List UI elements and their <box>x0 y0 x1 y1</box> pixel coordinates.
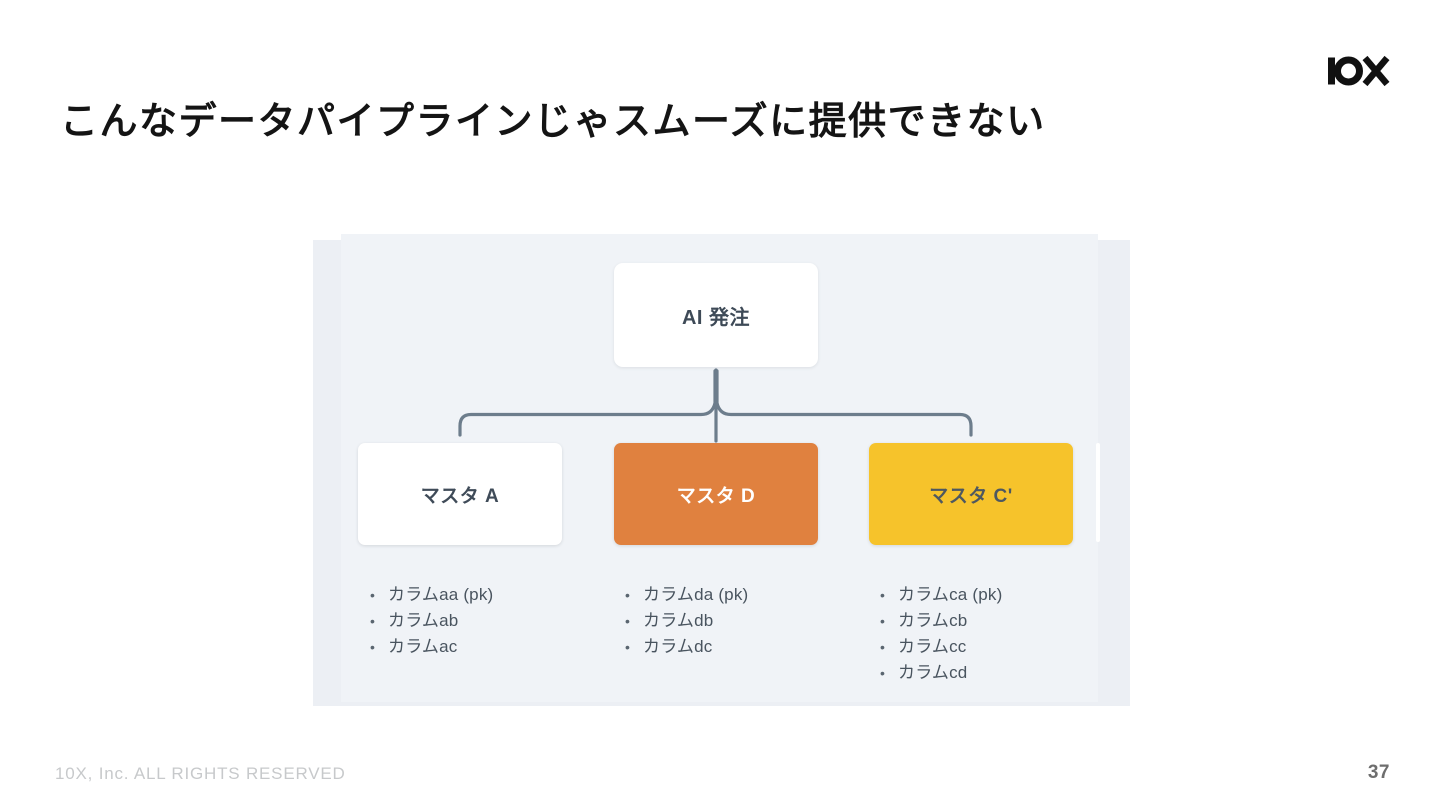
column-list-master-c: カラムca (pk)カラムcbカラムccカラムcd <box>878 582 1002 686</box>
column-list-master-d: カラムda (pk)カラムdbカラムdc <box>623 582 748 660</box>
footer-copyright: 10X, Inc. ALL RIGHTS RESERVED <box>55 764 346 783</box>
logo-x-mark <box>1362 55 1390 87</box>
node-master-a: マスタ A <box>358 443 562 545</box>
column-item: カラムcc <box>878 634 1002 660</box>
column-item: カラムaa (pk) <box>368 582 493 608</box>
node-label: マスタ A <box>420 485 500 507</box>
column-item: カラムac <box>368 634 493 660</box>
node-master-d: マスタ D <box>614 443 818 545</box>
10x-logo <box>1328 55 1390 87</box>
node-master-c: マスタ C' <box>869 443 1073 545</box>
slide-title: こんなデータパイプラインじゃスムーズに提供できない <box>60 101 1046 143</box>
node-label: マスタ D <box>676 485 756 507</box>
cut-off-node-edge <box>1096 443 1100 542</box>
column-list-master-a: カラムaa (pk)カラムabカラムac <box>368 582 493 660</box>
column-item: カラムab <box>368 608 493 634</box>
logo-one-bar <box>1328 57 1335 85</box>
column-item: カラムdb <box>623 608 748 634</box>
column-item: カラムcb <box>878 608 1002 634</box>
node-label: AI 発注 <box>681 306 751 329</box>
node-label: マスタ C' <box>929 485 1013 507</box>
column-item: カラムca (pk) <box>878 582 1002 608</box>
page-number: 37 <box>1367 762 1390 783</box>
logo-zero-ring <box>1334 56 1363 86</box>
column-item: カラムcd <box>878 660 1002 686</box>
column-item: カラムdc <box>623 634 748 660</box>
column-item: カラムda (pk) <box>623 582 748 608</box>
node-ai-hatchuu: AI 発注 <box>614 263 818 367</box>
